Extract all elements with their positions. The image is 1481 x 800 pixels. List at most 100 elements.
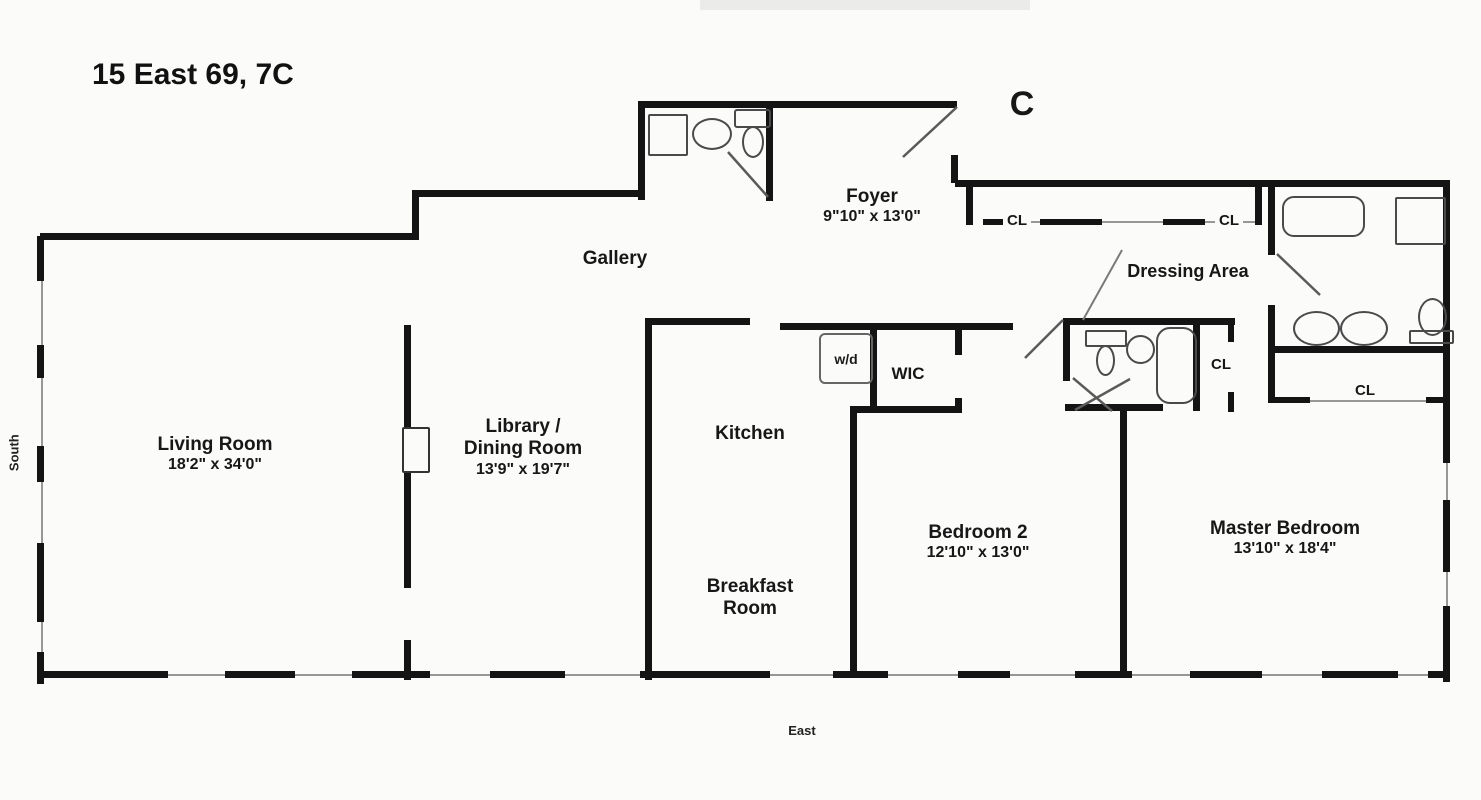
- dressing-area-leader-line: [1082, 249, 1123, 321]
- wall-segment: [37, 652, 44, 684]
- wall-segment: [404, 640, 411, 680]
- wall-segment: [1443, 183, 1450, 463]
- double-sink-icon: [1293, 311, 1340, 346]
- room-label-master-bedroom: Master Bedroom 13'10" x 18'4": [1210, 518, 1360, 559]
- wall-segment: [1255, 183, 1262, 225]
- wall-segment: [955, 323, 962, 355]
- wall-segment: [404, 466, 411, 588]
- room-name: Foyer: [846, 186, 898, 207]
- wall-segment: [1268, 305, 1275, 403]
- wall-segment: [951, 155, 958, 183]
- wall-segment: [850, 406, 857, 678]
- room-label-living-room: Living Room 18'2" x 34'0": [157, 434, 272, 475]
- wall-segment: [645, 318, 750, 325]
- wall-segment: [1228, 392, 1234, 412]
- master-bath-door-swing-line: [1276, 253, 1321, 296]
- room-name: Bedroom 2: [928, 522, 1028, 543]
- bathtub-icon: [1282, 196, 1365, 237]
- wall-segment: [1428, 671, 1450, 678]
- wall-segment: [966, 183, 973, 225]
- closet-label: CL: [1003, 212, 1031, 230]
- sink-icon: [692, 118, 732, 150]
- wall-segment: [1426, 397, 1450, 403]
- room-dims: 12'10" x 13'0": [926, 544, 1030, 562]
- room-label-dressing-area: Dressing Area: [1127, 261, 1249, 281]
- wall-segment: [1443, 606, 1450, 682]
- wall-segment: [870, 327, 877, 410]
- room-name: Master Bedroom: [1210, 518, 1360, 539]
- toilet-icon: [1409, 330, 1454, 344]
- toilet-icon: [742, 126, 764, 158]
- room-dims: 9"10" x 13'0": [823, 208, 921, 226]
- wall-segment: [352, 671, 430, 678]
- wall-segment: [638, 101, 645, 200]
- room-name: Breakfast: [706, 576, 794, 597]
- room-name: Living Room: [157, 434, 273, 455]
- fireplace-niche-icon: [402, 427, 430, 473]
- sink-icon: [1126, 335, 1155, 364]
- compass-south-label: South: [6, 434, 22, 472]
- wall-segment: [490, 671, 565, 678]
- room-label-kitchen: Kitchen: [715, 423, 785, 444]
- wall-segment: [833, 671, 888, 678]
- wall-segment: [1228, 318, 1234, 342]
- room-name: Room: [723, 598, 777, 620]
- room-label-foyer: Foyer 9"10" x 13'0": [823, 186, 921, 227]
- double-sink-icon: [1340, 311, 1388, 346]
- wall-segment: [40, 671, 168, 678]
- wall-segment: [955, 180, 1450, 187]
- scan-artifact: [700, 0, 1030, 10]
- closet-label: CL: [1351, 382, 1379, 400]
- wall-segment: [1443, 500, 1450, 572]
- wall-segment: [1065, 404, 1163, 411]
- room-label-bedroom-2: Bedroom 2 12'10" x 13'0": [927, 522, 1030, 563]
- wall-segment: [638, 101, 957, 108]
- sink-icon: [1096, 345, 1115, 376]
- room-label-breakfast-room: Breakfast Room: [707, 576, 794, 621]
- toilet-icon: [1418, 298, 1447, 336]
- wall-segment: [1268, 397, 1310, 403]
- closet-door-dash: [1040, 219, 1102, 225]
- washer-dryer-label: w/d: [834, 350, 858, 367]
- wall-segment: [852, 406, 962, 413]
- wall-segment: [1268, 183, 1275, 255]
- wall-segment: [1063, 318, 1070, 381]
- room-dims: 18'2" x 34'0": [168, 456, 262, 474]
- plan-title: 15 East 69, 7C: [92, 58, 294, 91]
- shower-icon: [1395, 197, 1446, 245]
- wall-segment: [40, 233, 419, 240]
- wall-segment: [955, 398, 962, 410]
- wall-segment: [37, 236, 44, 281]
- wall-segment: [766, 101, 773, 201]
- bathroom-door-swing-line: [727, 151, 769, 198]
- closet-track-line: [1273, 400, 1450, 402]
- room-label-wic: WIC: [891, 364, 925, 383]
- closet-label: CL: [1215, 212, 1243, 230]
- room-label-library-dining: Library / Dining Room 13'9" x 19'7": [464, 416, 582, 480]
- closet-label: CL: [1207, 356, 1235, 374]
- closet-track-line: [985, 221, 1260, 223]
- compass-east-label: East: [788, 723, 816, 738]
- wall-segment: [1322, 671, 1398, 678]
- wall-segment: [37, 446, 44, 482]
- shower-icon: [648, 114, 688, 156]
- washer-dryer-box: w/d: [819, 333, 873, 384]
- wall-segment: [1270, 346, 1450, 353]
- dressing-door-swing-line: [1024, 319, 1064, 359]
- wall-segment: [412, 190, 638, 197]
- wall-segment: [1190, 671, 1262, 678]
- wall-segment: [640, 671, 770, 678]
- bathtub-icon: [1156, 327, 1197, 404]
- entry-door-swing-line: [902, 106, 958, 158]
- room-name: Library /: [485, 416, 561, 437]
- room-dims: 13'10" x 18'4": [1233, 540, 1337, 558]
- room-name: Dining Room: [463, 438, 583, 460]
- closet-door-dash: [1163, 219, 1205, 225]
- wall-segment: [37, 345, 44, 378]
- wall-segment: [37, 543, 44, 622]
- wall-segment: [958, 671, 1010, 678]
- room-dims: 13'9" x 19'7": [476, 460, 570, 478]
- wall-segment: [1075, 671, 1132, 678]
- wall-segment: [412, 190, 419, 240]
